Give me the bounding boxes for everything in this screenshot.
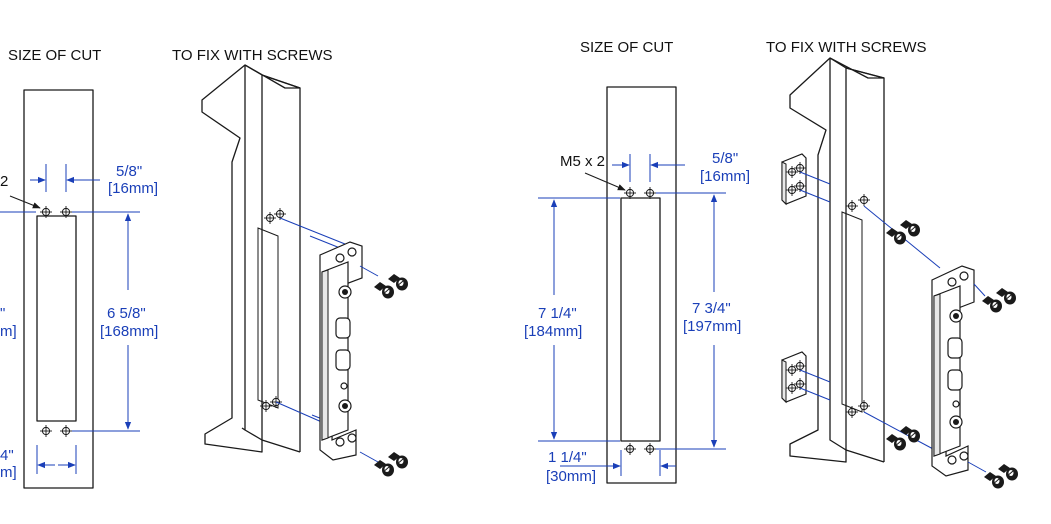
right-bottom-bracket [781, 351, 831, 404]
right-hole-note-leader [584, 172, 626, 191]
left-hole-note: 2 [0, 173, 8, 190]
left-hole-spacing-dimension: 5/8" [16mm] [30, 163, 158, 197]
right-hole-top-1 [623, 186, 637, 200]
right-screw-b1 [981, 295, 1003, 313]
right-strike-body [863, 205, 975, 477]
right-cut-height-imperial: 7 1/4" [538, 305, 577, 322]
right-hole-spacing-dimension: 5/8" [16mm] [612, 150, 750, 185]
right-screw-d1 [983, 471, 1005, 489]
left-hole-height-dimension: 6 5/8" [168mm] [72, 211, 158, 432]
right-hole-spacing-imperial: 5/8" [712, 150, 738, 167]
right-hole-bottom-1 [623, 442, 637, 456]
right-screws-heading: TO FIX WITH SCREWS [766, 39, 927, 56]
left-isometric-frame [201, 64, 301, 453]
left-screw-top-1 [373, 281, 395, 299]
right-screw-a1 [885, 227, 907, 245]
left-cut-height-imperial: " [0, 305, 5, 322]
right-hole-top-2 [643, 186, 657, 200]
left-cut-opening [36, 215, 77, 422]
left-frame-outline [23, 89, 94, 489]
left-cut-width-imperial: 4" [0, 447, 14, 464]
right-cut-width-dimension: 1 1/4" [30mm] [546, 449, 676, 485]
left-hole-bottom-2 [59, 424, 73, 438]
right-hole-note: M5 x 2 [560, 153, 605, 170]
right-cut-width-metric: [30mm] [546, 468, 596, 485]
left-hole-bottom-1 [39, 424, 53, 438]
right-cut-height-metric: [184mm] [524, 323, 582, 340]
right-screw-c1 [885, 433, 907, 451]
right-top-bracket [781, 153, 831, 206]
left-diagram: SIZE OF CUT TO FIX WITH SCREWS 2 5/8" [1… [0, 47, 409, 489]
left-cut-width-dimension: 4" m] [0, 445, 77, 481]
right-hole-height-dimension: 7 3/4" [197mm] [656, 192, 741, 450]
right-cut-width-imperial: 1 1/4" [548, 449, 587, 466]
right-hole-height-metric: [197mm] [683, 318, 741, 335]
right-isometric-frame [789, 57, 885, 463]
right-frame-outline [606, 86, 677, 484]
left-cut-height-metric: m] [0, 323, 17, 340]
right-cut-height-dimension: 7 1/4" [184mm] [524, 197, 620, 442]
left-screws-heading: TO FIX WITH SCREWS [172, 47, 333, 64]
right-hole-height-imperial: 7 3/4" [692, 300, 731, 317]
left-cut-width-metric: m] [0, 464, 17, 481]
left-hole-height-metric: [168mm] [100, 323, 158, 340]
right-cut-opening [620, 197, 661, 442]
right-hole-bottom-2 [643, 442, 657, 456]
left-strike-body [275, 217, 363, 461]
left-cut-heading: SIZE OF CUT [8, 47, 101, 64]
right-diagram: SIZE OF CUT TO FIX WITH SCREWS M5 x 2 5/… [524, 39, 1019, 489]
left-hole-spacing-metric: [16mm] [108, 180, 158, 197]
left-hole-note-leader [9, 195, 41, 209]
left-hole-spacing-imperial: 5/8" [116, 163, 142, 180]
left-screw-bottom-1 [373, 459, 395, 477]
right-hole-spacing-metric: [16mm] [700, 168, 750, 185]
left-hole-height-imperial: 6 5/8" [107, 305, 146, 322]
left-cut-height-dimension: " m] [0, 211, 36, 340]
right-cut-heading: SIZE OF CUT [580, 39, 673, 56]
